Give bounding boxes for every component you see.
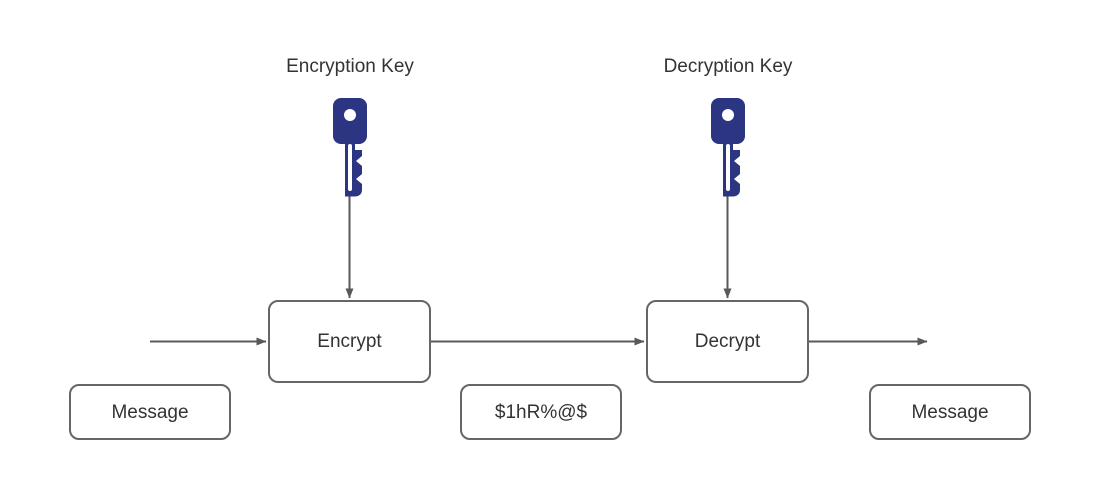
- encryption-key-label: Encryption Key: [286, 56, 414, 77]
- key-icon: [329, 98, 371, 203]
- decryption-key-label: Decryption Key: [663, 56, 793, 77]
- decrypted-message-box: Message: [869, 384, 1031, 440]
- key-icon: [707, 98, 749, 203]
- encrypt-process-box: Encrypt: [268, 300, 431, 383]
- ciphertext-box: $1hR%@$: [460, 384, 622, 440]
- plaintext-message-box: Message: [69, 384, 231, 440]
- decrypt-process-box: Decrypt: [646, 300, 809, 383]
